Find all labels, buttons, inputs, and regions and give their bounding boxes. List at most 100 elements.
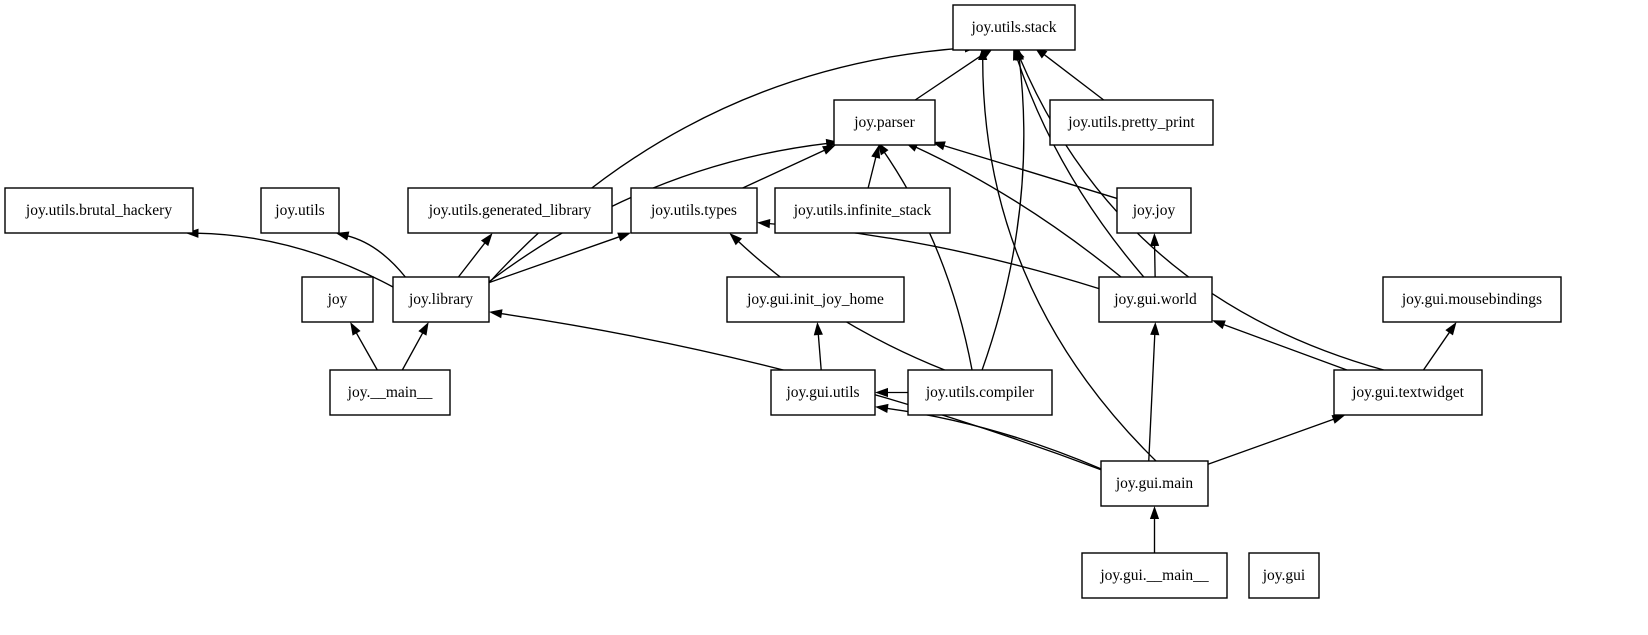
node-box[interactable] [907, 369, 1053, 416]
node-box[interactable] [1248, 552, 1320, 599]
arrowhead-joy-utils-compiler-to-joy-utils-types [729, 233, 742, 246]
node-box[interactable] [770, 369, 876, 416]
node-box[interactable] [407, 187, 613, 234]
edge-joy-main-to-joy-library [401, 331, 424, 371]
node-box[interactable] [260, 187, 340, 234]
edge-joy-utils-compiler-to-joy-parser [883, 150, 973, 371]
node-box[interactable] [4, 187, 194, 234]
edge-joy-utils-infinite-stack-to-joy-parser [867, 155, 877, 189]
node-box[interactable] [1098, 276, 1213, 323]
node-label: joy.utils.pretty_print [1067, 114, 1195, 131]
arrowhead-joy-gui-main-to-joy-gui-main [1149, 506, 1160, 519]
arrowhead-joy-gui-utils-to-joy-gui-init-joy-home [813, 322, 823, 336]
node-label: joy.gui.init_joy_home [746, 291, 884, 308]
arrowhead-joy-gui-main-to-joy-gui-utils [875, 403, 889, 414]
node-label: joy.utils.generated_library [428, 202, 592, 219]
node-joy-library[interactable]: joy.library [392, 276, 490, 323]
node-box[interactable] [1382, 276, 1562, 323]
node-joy-utils-pretty-print[interactable]: joy.utils.pretty_print [1049, 99, 1214, 146]
node-layer: joy.utils.stack joy.parser joy.utils.prett… [4, 4, 1562, 599]
node-label: joy.gui.mousebindings [1401, 291, 1542, 308]
edge-joy-gui-main-to-joy-utils-stack [982, 57, 1160, 465]
arrowhead-joy-gui-main-to-joy-utils-stack [978, 47, 988, 61]
node-joy-utils-types[interactable]: joy.utils.types [630, 187, 758, 234]
edge-joy-utils-pretty-print-to-joy-utils-stack [1042, 53, 1105, 101]
edge-joy-library-to-joy-utils [346, 234, 406, 278]
node-box[interactable] [1049, 99, 1214, 146]
arrowhead-joy-main-to-joy [350, 322, 361, 336]
edge-joy-gui-utils-to-joy-gui-init-joy-home [817, 332, 822, 371]
arrowhead-joy-utils-compiler-to-joy-gui-utils [875, 387, 888, 398]
node-label: joy.__main__ [347, 384, 433, 401]
node-box[interactable] [726, 276, 905, 323]
edge-joy-utils-types-to-joy-parser [742, 149, 827, 189]
node-joy-gui-utils[interactable]: joy.gui.utils [770, 369, 876, 416]
arrowhead-joy-library-to-joy-utils-generated-library [480, 233, 493, 247]
edge-joy-parser-to-joy-utils-stack [914, 52, 986, 101]
edge-joy-gui-main-to-joy-gui-world [1147, 332, 1156, 465]
arrowhead-joy-main-to-joy-library [418, 322, 429, 336]
node-joy-gui-textwidget[interactable]: joy.gui.textwidget [1333, 369, 1483, 416]
node-box[interactable] [833, 99, 936, 146]
edge-joy-main-to-joy [355, 331, 378, 371]
node-label: joy.gui.textwidget [1351, 384, 1464, 401]
arrowhead-joy-gui-world-to-joy-utils-types [757, 219, 771, 229]
node-joy[interactable]: joy [301, 276, 374, 323]
node-label: joy.library [408, 291, 473, 308]
node-box[interactable] [392, 276, 490, 323]
node-joy-utils-stack[interactable]: joy.utils.stack [952, 4, 1076, 51]
node-box[interactable] [1333, 369, 1483, 416]
node-label: joy.utils.compiler [925, 384, 1035, 401]
node-joy-utils-brutal-hackery[interactable]: joy.utils.brutal_hackery [4, 187, 194, 234]
arrowhead-joy-gui-main-to-joy-gui-world [1150, 322, 1160, 336]
edge-joy-gui-main-to-joy-gui-textwidget [1207, 418, 1336, 465]
arrowhead-joy-utils-infinite-stack-to-joy-parser [871, 145, 881, 159]
node-label: joy.utils [274, 202, 324, 219]
edge-joy-gui-world-to-joy-parser [914, 146, 1122, 278]
arrowhead-joy-gui-world-to-joy-joy [1149, 233, 1160, 247]
node-label: joy [327, 291, 348, 308]
arrowhead-joy-gui-main-to-joy-library [489, 309, 503, 319]
edge-joy-gui-textwidget-to-joy-gui-mousebindings [1422, 330, 1451, 371]
edge-joy-library-to-joy-utils-brutal-hackery [196, 232, 394, 288]
node-label: joy.joy [1132, 202, 1176, 219]
node-joy-utils-infinite-stack[interactable]: joy.utils.infinite_stack [774, 187, 951, 234]
node-joy-gui-init-joy-home[interactable]: joy.gui.init_joy_home [726, 276, 905, 323]
node-box[interactable] [1116, 187, 1192, 234]
node-label: joy.gui.main [1115, 475, 1194, 492]
node-joy-gui-world[interactable]: joy.gui.world [1098, 276, 1213, 323]
arrowhead-joy-gui-main-to-joy-gui-textwidget [1331, 415, 1346, 424]
node-joy-gui-main[interactable]: joy.gui.main [1100, 460, 1209, 507]
node-box[interactable] [1100, 460, 1209, 507]
node-joy-utils-generated-library[interactable]: joy.utils.generated_library [407, 187, 613, 234]
node-joy-utils-compiler[interactable]: joy.utils.compiler [907, 369, 1053, 416]
arrowhead-joy-library-to-joy-utils [335, 231, 350, 241]
node-joy-gui-main[interactable]: joy.gui.__main__ [1081, 552, 1228, 599]
edge-joy-utils-compiler-to-joy-utils-stack [981, 57, 1025, 371]
edge-joy-library-to-joy-utils-generated-library [457, 241, 487, 278]
arrowhead-joy-library-to-joy-utils-types [617, 232, 631, 242]
node-label: joy.utils.stack [970, 19, 1056, 36]
node-label: joy.parser [853, 114, 915, 131]
node-label: joy.utils.infinite_stack [793, 202, 932, 219]
node-box[interactable] [301, 276, 374, 323]
node-joy-gui-mousebindings[interactable]: joy.gui.mousebindings [1382, 276, 1562, 323]
node-label: joy.gui.utils [785, 384, 859, 401]
arrowhead-joy-utils-types-to-joy-parser [822, 145, 836, 155]
node-box[interactable] [952, 4, 1076, 51]
node-joy-gui[interactable]: joy.gui [1248, 552, 1320, 599]
node-box[interactable] [1081, 552, 1228, 599]
node-label: joy.gui.world [1113, 291, 1197, 308]
node-label: joy.gui [1262, 567, 1306, 584]
node-joy-parser[interactable]: joy.parser [833, 99, 936, 146]
node-joy-utils[interactable]: joy.utils [260, 187, 340, 234]
node-joy-joy[interactable]: joy.joy [1116, 187, 1192, 234]
node-box[interactable] [329, 369, 451, 416]
node-joy-main[interactable]: joy.__main__ [329, 369, 451, 416]
node-box[interactable] [630, 187, 758, 234]
node-box[interactable] [774, 187, 951, 234]
edge-layer [185, 43, 1457, 553]
node-label: joy.utils.brutal_hackery [25, 202, 172, 219]
edge-joy-gui-world-to-joy-utils-stack [1016, 57, 1145, 278]
